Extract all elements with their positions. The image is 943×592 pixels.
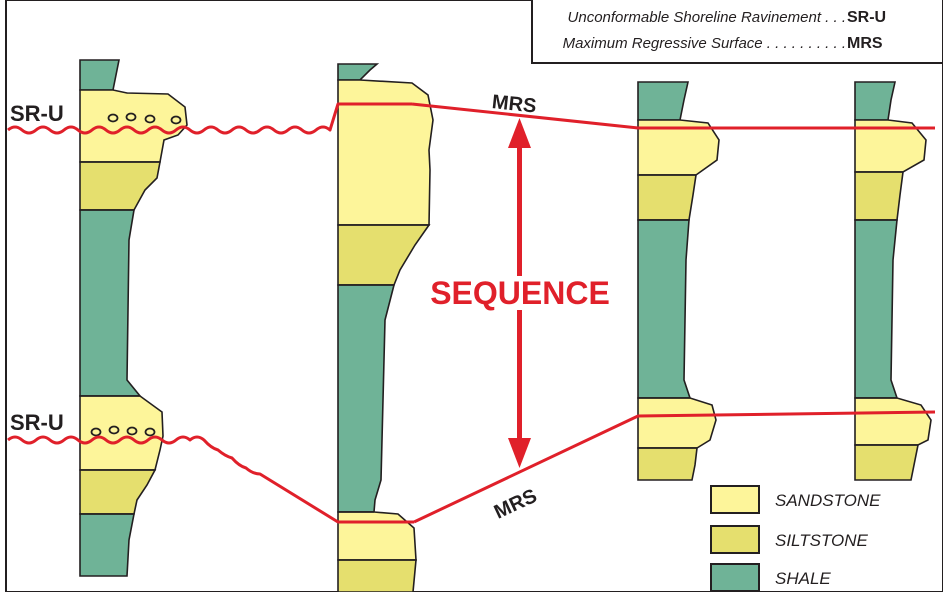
sequence-arrow-head-up: [508, 118, 531, 148]
column-4-siltstone-upper: [854, 171, 904, 221]
column-3-siltstone-upper: [637, 174, 697, 221]
lithology-legend: SANDSTONE SILTSTONE SHALE: [710, 485, 881, 592]
column-1-pebbles-lower: [90, 425, 156, 437]
column-3-siltstone-lower: [637, 447, 698, 481]
column-2-sandstone-upper: [337, 79, 434, 226]
legend-row1-abbr: SR-U: [847, 9, 886, 26]
column-4-siltstone-lower: [854, 444, 919, 481]
sru-top-surface: [7, 102, 412, 135]
stratigraphic-surfaces: [7, 102, 936, 524]
surface-legend: Unconformable Shoreline Ravinement . . .…: [531, 0, 943, 64]
legend-swatch-shale: [710, 563, 760, 592]
mrs-top-surface: [411, 102, 935, 130]
column-2-shale-top: [337, 63, 380, 81]
legend-label-siltstone: SILTSTONE: [775, 531, 869, 550]
sru-bottom-label: SR-U: [10, 410, 64, 435]
legend-swatch-siltstone: [710, 525, 760, 554]
column-1-pebbles-upper: [107, 112, 182, 125]
column-4: [854, 81, 932, 481]
column-2: [337, 63, 434, 592]
mrs-bottom-surface: [413, 410, 936, 524]
column-1-shale-bottom: [79, 513, 135, 577]
sequence-label-bg: [418, 276, 623, 310]
legend-row1-name: Unconformable Shoreline Ravinement . . .: [568, 9, 846, 26]
legend-row2-abbr: MRS: [847, 35, 883, 52]
column-1: [79, 59, 188, 577]
legend-label-shale: SHALE: [775, 569, 831, 588]
column-1-shale-top: [79, 59, 120, 91]
column-4-shale-middle: [854, 219, 899, 399]
column-3-sandstone-lower: [637, 397, 717, 449]
sequence-arrow-head-down: [508, 438, 531, 468]
sequence-label: SEQUENCE: [430, 275, 610, 311]
column-3-shale-top: [637, 81, 689, 121]
mrs-top-label: MRS: [491, 91, 538, 118]
legend-swatch-sandstone: [710, 485, 760, 514]
legend-label-sandstone: SANDSTONE: [775, 491, 881, 510]
sru-bottom-surface: [7, 435, 414, 524]
column-3-shale-middle: [637, 219, 692, 399]
legend-row2-name: Maximum Regressive Surface . . . . . . .…: [563, 35, 846, 52]
sru-top-label: SR-U: [10, 101, 64, 126]
column-2-siltstone-lower: [337, 559, 417, 592]
column-4-sandstone-lower: [854, 397, 932, 446]
column-3: [637, 81, 720, 481]
column-2-sandstone-lower: [337, 511, 417, 561]
column-4-shale-top: [854, 81, 896, 121]
